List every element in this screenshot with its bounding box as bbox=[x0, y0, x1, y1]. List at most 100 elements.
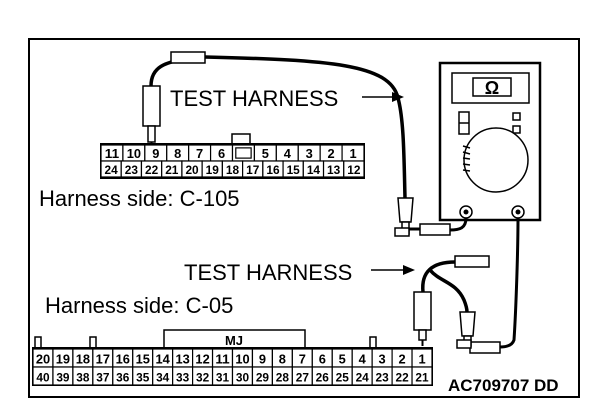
c05-top-pin-17: 17 bbox=[96, 351, 110, 366]
c05-top-pin-12: 12 bbox=[195, 351, 209, 366]
c05-bottom-cell bbox=[411, 366, 433, 386]
c05-top-pin-16: 16 bbox=[116, 351, 130, 366]
c105-bottom-pin-15: 15 bbox=[287, 163, 301, 177]
c05-bottom-pin-28: 28 bbox=[276, 370, 290, 384]
c05-bottom-pin-30: 30 bbox=[236, 370, 250, 384]
lower-harness-lead-to-clip bbox=[428, 268, 469, 313]
c105-bottom-pin-21: 21 bbox=[165, 163, 179, 177]
c05-top-pin-8: 8 bbox=[279, 351, 286, 366]
c105-bottom-pin-17: 17 bbox=[246, 163, 260, 177]
c05-bottom-pin-39: 39 bbox=[56, 370, 70, 384]
c105-bottom-cell bbox=[343, 160, 365, 178]
c05-bottom-pin-31: 31 bbox=[216, 370, 230, 384]
c05-bottom-pin-23: 23 bbox=[376, 370, 390, 384]
ohmmeter-display-inner bbox=[472, 77, 512, 97]
c05-bottom-pin-38: 38 bbox=[76, 370, 90, 384]
lower-alligator-clip bbox=[456, 311, 476, 349]
c105-bottom-pin-12: 12 bbox=[347, 163, 361, 177]
c105-bottom-row: 24 23 22 21 20 19 18 17 16 15 14 13 12 bbox=[100, 160, 365, 178]
c105-bottom-pin-16: 16 bbox=[266, 163, 280, 177]
c105-bottom-pin-20: 20 bbox=[185, 163, 199, 177]
c05-top-pin-9: 9 bbox=[259, 351, 266, 366]
c105-top-pin-4: 4 bbox=[284, 146, 292, 161]
c05-top-pin-10: 10 bbox=[235, 351, 249, 366]
c05-bottom-pin-34: 34 bbox=[156, 370, 170, 384]
c05-top-pin-14: 14 bbox=[156, 351, 171, 366]
mj-label: MJ bbox=[225, 333, 243, 348]
c05-top-pin-5: 5 bbox=[339, 351, 346, 366]
c105-bottom-pin-23: 23 bbox=[125, 163, 139, 177]
c05-bottom-pin-21: 21 bbox=[415, 370, 429, 384]
c05-bottom-pin-24: 24 bbox=[356, 370, 370, 384]
c105-bottom-pin-19: 19 bbox=[206, 163, 220, 177]
c05-tab-2 bbox=[89, 336, 97, 349]
c105-top-pin-11: 11 bbox=[105, 146, 119, 161]
c05-bottom-pin-26: 26 bbox=[316, 370, 330, 384]
c105-bottom-pin-14: 14 bbox=[307, 163, 321, 177]
c05-top-pin-18: 18 bbox=[76, 351, 90, 366]
c105-top-pin-3: 3 bbox=[306, 146, 313, 161]
lower-callout-arrow bbox=[371, 265, 415, 275]
c05-top-pin-15: 15 bbox=[136, 351, 150, 366]
c05-tab-3 bbox=[369, 336, 377, 349]
c05-bottom-pin-40: 40 bbox=[36, 370, 50, 384]
c105-top-pin-10: 10 bbox=[127, 146, 141, 161]
c105-bottom-pin-18: 18 bbox=[226, 163, 240, 177]
c105-top-pin-2: 2 bbox=[328, 146, 335, 161]
dial-scale-marks bbox=[462, 145, 471, 172]
c105-bottom-pin-13: 13 bbox=[327, 163, 341, 177]
upper-harness-lead-to-meter bbox=[204, 55, 407, 199]
rotary-dial bbox=[463, 127, 529, 193]
c05-bottom-pin-25: 25 bbox=[336, 370, 350, 384]
c05-bottom-pin-32: 32 bbox=[196, 370, 210, 384]
c05-bottom-pin-22: 22 bbox=[395, 370, 409, 384]
upper-callout-arrow bbox=[362, 92, 404, 102]
lower-harness-cable bbox=[421, 260, 456, 293]
ohmmeter: Ω bbox=[438, 61, 542, 222]
c05-top-pin-6: 6 bbox=[319, 351, 326, 366]
c05-top-pin-3: 3 bbox=[379, 351, 386, 366]
c105-top-pin-6: 6 bbox=[218, 146, 225, 161]
c05-top-pin-4: 4 bbox=[359, 351, 367, 366]
c05-top-pin-19: 19 bbox=[56, 351, 70, 366]
lower-harness-probe-tip bbox=[418, 329, 427, 341]
c05-left-tab bbox=[34, 336, 42, 349]
c105-top-pin-8: 8 bbox=[174, 146, 181, 161]
c05-top-pin-1: 1 bbox=[418, 351, 425, 366]
c105-top-lock-cavity bbox=[235, 147, 252, 159]
c105-bottom-pin-22: 22 bbox=[145, 163, 159, 177]
c05-top-pin-11: 11 bbox=[215, 351, 229, 366]
c05-top-pin-7: 7 bbox=[299, 351, 306, 366]
mode-button-icon bbox=[512, 125, 521, 134]
upper-harness-probe-tip bbox=[147, 125, 156, 143]
harness-side-lower-label: Harness side: C-05 bbox=[45, 293, 233, 318]
upper-harness-top-plug bbox=[170, 51, 206, 64]
c05-bottom-pin-35: 35 bbox=[136, 370, 150, 384]
hold-button-icon bbox=[512, 112, 521, 121]
lower-harness-top-plug bbox=[454, 255, 490, 268]
c05-bottom-pin-36: 36 bbox=[116, 370, 130, 384]
test-harness-upper-label: TEST HARNESS bbox=[170, 86, 338, 111]
lower-harness-probe-body bbox=[413, 291, 432, 331]
test-harness-lower-label: TEST HARNESS bbox=[184, 260, 352, 285]
c05-bottom-pin-29: 29 bbox=[256, 370, 270, 384]
c105-top-pin-5: 5 bbox=[262, 146, 269, 161]
com-lead bbox=[409, 217, 468, 236]
figure-code: AC709707 DD bbox=[448, 376, 559, 395]
c05-bottom-pin-27: 27 bbox=[296, 370, 310, 384]
c05-bottom-pin-37: 37 bbox=[96, 370, 110, 384]
c105-bottom-pin-24: 24 bbox=[105, 163, 119, 177]
upper-harness-probe-body bbox=[142, 85, 161, 127]
upper-alligator-clip bbox=[394, 197, 414, 237]
c05-bottom-row: 40 39 38 37 36 35 34 33 32 31 30 29 28 27 26 25 24 23 22 21 bbox=[32, 366, 433, 386]
harness-side-upper-label: Harness side: C-105 bbox=[39, 186, 240, 211]
c05-bottom-pin-33: 33 bbox=[176, 370, 190, 384]
c105-latch bbox=[231, 133, 251, 145]
c105-top-pin-1: 1 bbox=[349, 146, 356, 161]
c105-top-pin-7: 7 bbox=[196, 146, 203, 161]
lower-test-harness bbox=[413, 255, 490, 346]
